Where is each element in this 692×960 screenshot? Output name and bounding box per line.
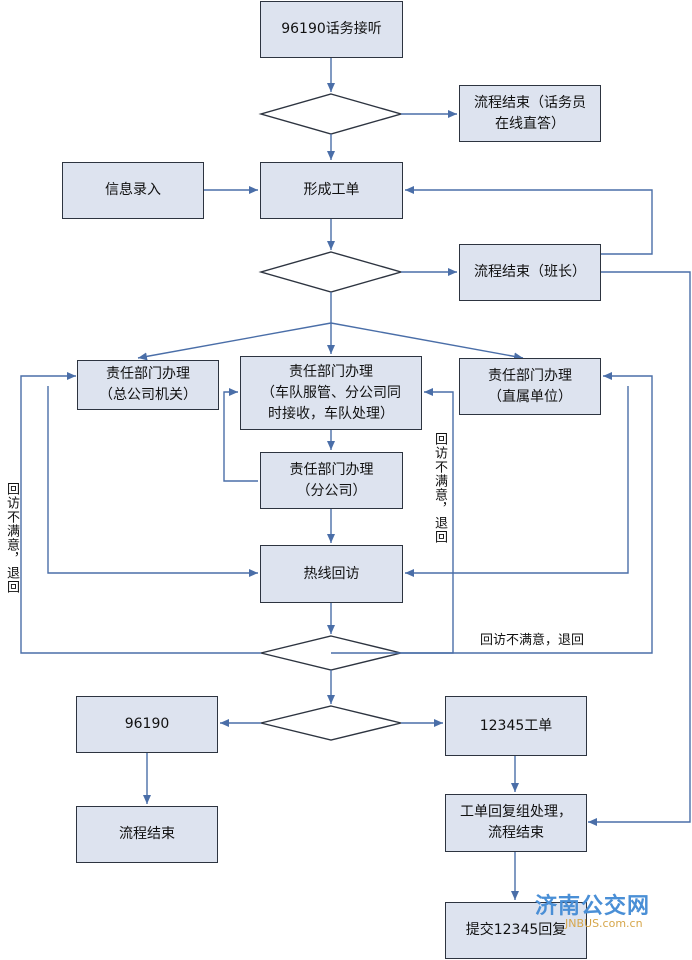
node-hotline-visit-label: 热线回访 xyxy=(303,565,360,582)
node-info-entry: 信息录入 xyxy=(62,162,204,219)
label-return-right: 回访不满意，退回 xyxy=(480,633,585,648)
arrow-direct-to-visit xyxy=(405,386,629,577)
label-return-left: 回访不满意，退回 xyxy=(4,482,19,594)
decision-diamond-4 xyxy=(260,705,402,741)
node-dept-hq: 责任部门办理 （总公司机关） xyxy=(77,360,219,410)
node-form-order-label: 形成工单 xyxy=(303,182,360,198)
node-96190-label: 96190 xyxy=(124,716,170,732)
decision-diamond-1 xyxy=(258,93,404,135)
node-dept-branch-label: 责任部门办理 （分公司） xyxy=(289,461,374,499)
node-end-monitor-label: 流程结束（班长） xyxy=(474,264,586,280)
node-end-flow: 流程结束 xyxy=(76,806,218,863)
node-dept-direct: 责任部门办理 （直属单位） xyxy=(459,358,601,415)
watermark-url: JNBUS.com.cn xyxy=(565,917,643,930)
arrow-monitor-back-to-form xyxy=(405,186,653,255)
node-end-operator-label: 流程结束（话务员 在线直答） xyxy=(474,94,586,132)
node-dept-hq-label: 责任部门办理 （总公司机关） xyxy=(99,366,197,403)
node-dept-direct-label: 责任部门办理 （直属单位） xyxy=(488,367,572,405)
arrow-return-to-fleet xyxy=(331,388,454,654)
arrow-return-to-hq xyxy=(20,372,261,654)
arrow-split-to-direct xyxy=(330,322,524,361)
node-hotline-visit: 热线回访 xyxy=(260,545,403,603)
label-return-mid: 回访不满意，退回 xyxy=(432,432,447,544)
node-start-label: 96190话务接听 xyxy=(281,21,382,37)
node-dept-branch: 责任部门办理 （分公司） xyxy=(260,452,403,509)
arrow-hq-to-visit xyxy=(47,386,258,577)
node-submit-12345-label: 提交12345回复 xyxy=(465,922,567,938)
node-dept-fleet-label: 责任部门办理 （车队服管、分公司同 时接收，车队处理） xyxy=(261,363,401,422)
node-end-flow-label: 流程结束 xyxy=(119,826,175,842)
node-reply-group: 工单回复组处理， 流程结束 xyxy=(445,794,587,852)
node-12345-order: 12345工单 xyxy=(445,696,587,756)
node-submit-12345: 提交12345回复 xyxy=(445,902,587,959)
node-12345-order-label: 12345工单 xyxy=(479,717,553,734)
arrow-return-to-direct xyxy=(401,372,653,654)
node-end-monitor: 流程结束（班长） xyxy=(459,244,601,301)
node-info-entry-label: 信息录入 xyxy=(105,182,161,198)
decision-diamond-2 xyxy=(258,251,404,293)
node-start: 96190话务接听 xyxy=(260,1,403,58)
arrow-branch-to-fleet xyxy=(223,388,258,482)
node-96190: 96190 xyxy=(76,696,218,753)
arrow-split-to-hq xyxy=(137,322,332,361)
node-end-operator: 流程结束（话务员 在线直答） xyxy=(459,85,601,142)
node-dept-fleet: 责任部门办理 （车队服管、分公司同 时接收，车队处理） xyxy=(240,356,422,430)
arrow-monitor-to-reply-group xyxy=(588,271,691,826)
node-reply-group-label: 工单回复组处理， 流程结束 xyxy=(460,804,572,841)
watermark-title: 济南公交网 xyxy=(535,894,651,919)
node-form-order: 形成工单 xyxy=(260,162,403,219)
